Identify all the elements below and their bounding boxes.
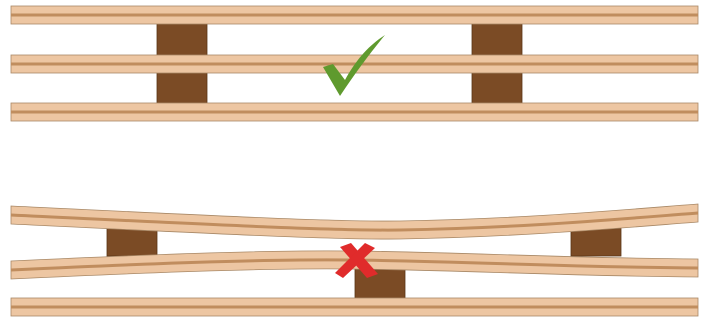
spacer [106, 227, 158, 257]
spacer [156, 70, 208, 106]
board [10, 102, 699, 122]
board [10, 5, 699, 25]
board [10, 297, 699, 317]
incorrect-stack-panel [10, 203, 699, 317]
spacer [471, 21, 523, 58]
spacer [570, 225, 622, 257]
spacer [471, 70, 523, 106]
cross-mark-icon [335, 243, 378, 278]
check-mark-icon [323, 35, 385, 96]
spacer [156, 21, 208, 58]
warped-board [10, 203, 699, 240]
correct-stack-panel [10, 5, 699, 122]
